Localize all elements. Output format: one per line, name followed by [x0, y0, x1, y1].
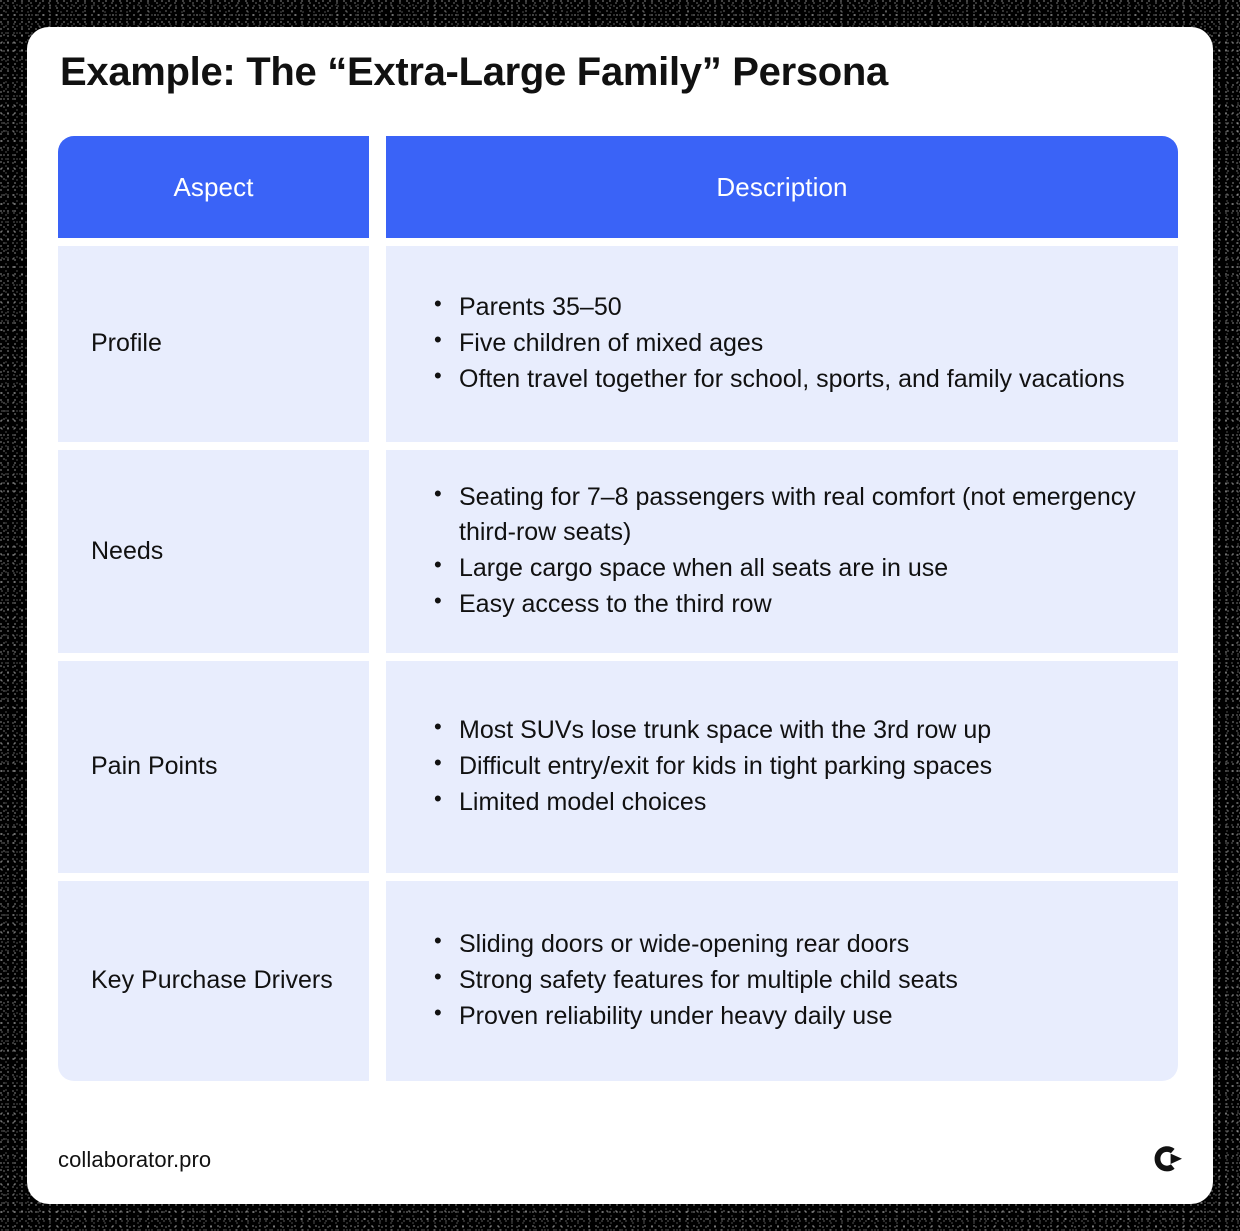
collaborator-c-arrow-logo-icon [1151, 1143, 1185, 1177]
persona-table: Aspect Description Profile Parents 35–50… [58, 136, 1178, 1081]
row-aspect-cell: Key Purchase Drivers [58, 881, 369, 1081]
row-aspect-label: Key Purchase Drivers [91, 966, 333, 995]
list-item: Large cargo space when all seats are in … [432, 550, 1158, 586]
list-item: Easy access to the third row [432, 586, 1158, 622]
bullet-list: Sliding doors or wide-opening rear doors… [432, 926, 1158, 1035]
row-aspect-cell: Needs [58, 450, 369, 653]
list-item: Proven reliability under heavy daily use [432, 998, 1158, 1034]
column-header-aspect-label: Aspect [173, 171, 254, 202]
row-aspect-label: Pain Points [91, 752, 218, 781]
table-row: Key Purchase Drivers Sliding doors or wi… [58, 881, 1178, 1081]
content-card: Example: The “Extra-Large Family” Person… [27, 27, 1213, 1204]
row-aspect-label: Needs [91, 536, 164, 565]
footer: collaborator.pro [58, 1132, 1185, 1188]
list-item: Seating for 7–8 passengers with real com… [432, 479, 1158, 550]
row-description-cell: Seating for 7–8 passengers with real com… [386, 450, 1178, 653]
list-item: Sliding doors or wide-opening rear doors [432, 926, 1158, 962]
list-item: Difficult entry/exit for kids in tight p… [432, 748, 1158, 784]
list-item: Often travel together for school, sports… [432, 361, 1158, 397]
bullet-list: Seating for 7–8 passengers with real com… [432, 479, 1158, 623]
bullet-list: Most SUVs lose trunk space with the 3rd … [432, 712, 1158, 821]
row-description-cell: Parents 35–50 Five children of mixed age… [386, 246, 1178, 442]
row-aspect-cell: Pain Points [58, 661, 369, 873]
column-header-aspect: Aspect [58, 136, 369, 238]
table-row: Needs Seating for 7–8 passengers with re… [58, 450, 1178, 653]
list-item: Limited model choices [432, 784, 1158, 820]
page-title: Example: The “Extra-Large Family” Person… [60, 50, 888, 94]
table-row: Pain Points Most SUVs lose trunk space w… [58, 661, 1178, 873]
list-item: Most SUVs lose trunk space with the 3rd … [432, 712, 1158, 748]
table-row: Profile Parents 35–50 Five children of m… [58, 246, 1178, 442]
table-header-row: Aspect Description [58, 136, 1178, 238]
list-item: Parents 35–50 [432, 289, 1158, 325]
row-aspect-cell: Profile [58, 246, 369, 442]
column-header-description-label: Description [716, 171, 848, 202]
footer-brand-label: collaborator.pro [58, 1147, 212, 1172]
row-description-cell: Sliding doors or wide-opening rear doors… [386, 881, 1178, 1081]
list-item: Five children of mixed ages [432, 325, 1158, 361]
column-header-description: Description [386, 136, 1178, 238]
bullet-list: Parents 35–50 Five children of mixed age… [432, 289, 1158, 398]
row-description-cell: Most SUVs lose trunk space with the 3rd … [386, 661, 1178, 873]
row-aspect-label: Profile [91, 329, 162, 358]
list-item: Strong safety features for multiple chil… [432, 962, 1158, 998]
